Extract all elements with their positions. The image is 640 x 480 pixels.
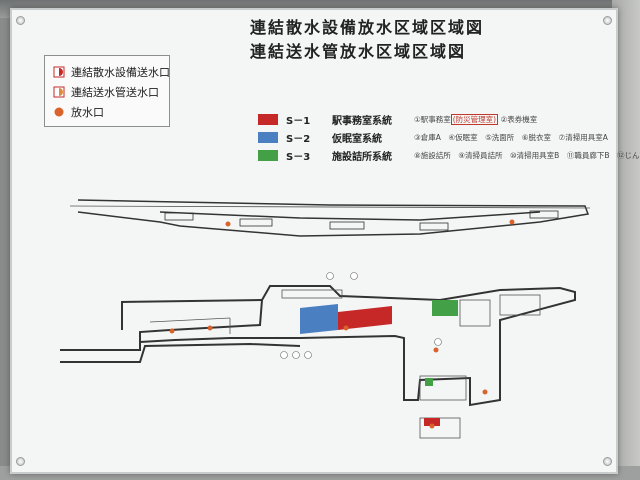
outlet-marker bbox=[429, 423, 435, 429]
system-color-swatch bbox=[258, 132, 278, 143]
room-highlight: (防災管理室) bbox=[450, 114, 499, 125]
legend-label: 放水口 bbox=[71, 106, 104, 119]
zone-s2-blue bbox=[300, 304, 338, 334]
standpipe-inlet-icon bbox=[53, 86, 65, 98]
screw bbox=[16, 457, 25, 466]
legend-label: 連結送水管送水口 bbox=[71, 86, 159, 99]
legend-box: 連結散水設備送水口 連結送水管送水口 放水口 bbox=[44, 55, 170, 127]
system-code: S－2 bbox=[286, 134, 311, 145]
system-code: S－1 bbox=[286, 116, 311, 127]
outlet-marker bbox=[433, 347, 439, 353]
outlet-marker bbox=[482, 389, 488, 395]
system-rooms: ①駅事務室(防災管理室) ②表券機室 bbox=[414, 114, 537, 125]
sprinkler-inlet-icon bbox=[53, 66, 65, 78]
legend-item: 連結散水設備送水口 bbox=[53, 64, 170, 80]
zone-s1-red-small bbox=[424, 418, 440, 426]
system-name: 施設詰所系統 bbox=[332, 152, 392, 163]
outlet-marker bbox=[169, 328, 175, 334]
room-list: ①駅事務室 bbox=[414, 115, 451, 124]
system-row-s3: S－3 施設詰所系統 ⑧施設詰所 ⑨清掃員詰所 ⑩清掃用具室B ⑪職員廊下B ⑫… bbox=[258, 148, 640, 163]
system-row-s1: S－1 駅事務室系統 ①駅事務室(防災管理室) ②表券機室 bbox=[258, 112, 537, 127]
legend-item: 連結送水管送水口 bbox=[53, 84, 159, 100]
lower-concourse-plan bbox=[60, 285, 576, 407]
room-callout bbox=[292, 351, 300, 359]
outlet-dot-icon bbox=[54, 107, 64, 117]
outlet-marker bbox=[225, 221, 231, 227]
room-number-callouts bbox=[280, 272, 442, 359]
system-row-s2: S－2 仮眠室系統 ③倉庫A ④仮眠室 ⑤洗面所 ⑥脱衣室 ⑦清掃用具室A bbox=[258, 130, 608, 145]
lower-outlet-markers bbox=[169, 325, 488, 429]
legend-label: 連結散水設備送水口 bbox=[71, 66, 170, 79]
system-name: 駅事務室系統 bbox=[332, 116, 392, 127]
zone-s3-green bbox=[432, 300, 458, 316]
room-callout bbox=[350, 272, 358, 280]
room-list: ③倉庫A ④仮眠室 ⑤洗面所 ⑥脱衣室 ⑦清掃用具室A bbox=[414, 133, 608, 142]
legend-item: 放水口 bbox=[53, 104, 104, 120]
screw bbox=[16, 16, 25, 25]
title-line-1: 連結散水設備放水区域区域図 bbox=[250, 18, 485, 37]
upper-platform-plan bbox=[69, 199, 591, 237]
title-line-2: 連結送水管放水区域区域図 bbox=[250, 42, 467, 61]
system-color-swatch bbox=[258, 150, 278, 161]
outlet-marker bbox=[207, 325, 213, 331]
room-list: ⑧施設詰所 ⑨清掃員詰所 ⑩清掃用具室B ⑪職員廊下B ⑫じん芥庫 bbox=[414, 151, 640, 160]
system-code: S－3 bbox=[286, 152, 311, 163]
system-color-swatch bbox=[258, 114, 278, 125]
system-name: 仮眠室系統 bbox=[332, 134, 382, 145]
room-callout bbox=[326, 272, 334, 280]
room-list: ②表券機室 bbox=[500, 115, 538, 124]
room-callout bbox=[434, 338, 442, 346]
screw bbox=[603, 16, 612, 25]
room-callout bbox=[280, 351, 288, 359]
room-callout bbox=[304, 351, 312, 359]
zone-s1-red bbox=[338, 306, 392, 330]
plan-interior-lines bbox=[149, 289, 541, 439]
upper-outlet-markers bbox=[225, 219, 515, 227]
outlet-marker bbox=[509, 219, 515, 225]
screw bbox=[603, 457, 612, 466]
zone-s3-green-small bbox=[425, 378, 433, 386]
outlet-marker bbox=[343, 325, 349, 331]
